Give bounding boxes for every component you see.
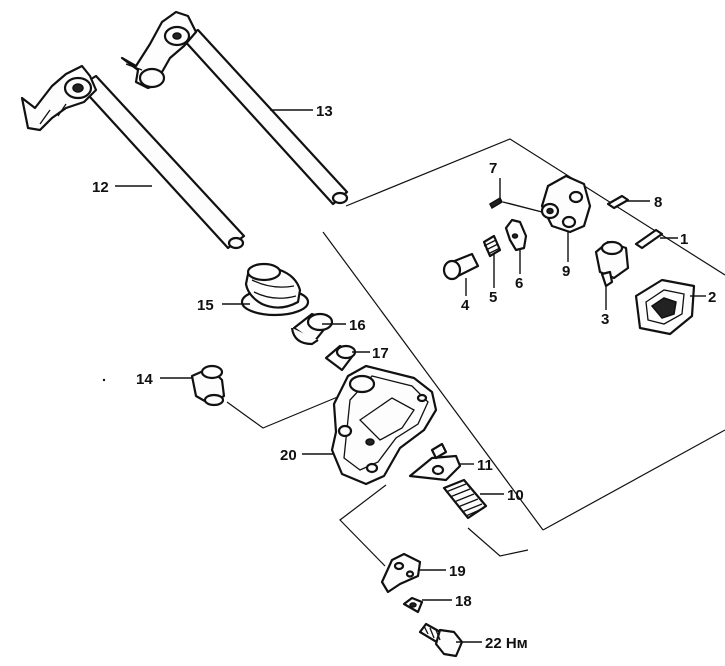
callout-8: 8 bbox=[654, 194, 662, 211]
callout-20: 20 bbox=[280, 447, 297, 464]
leader-lines bbox=[115, 109, 706, 643]
callout-5: 5 bbox=[489, 289, 497, 306]
part-2-guide-plate bbox=[634, 278, 696, 336]
stray-dot bbox=[102, 378, 106, 382]
callout-13: 13 bbox=[316, 103, 333, 120]
part-16-bushing bbox=[290, 312, 334, 346]
assembly-frame bbox=[226, 138, 725, 567]
callout-10: 10 bbox=[507, 487, 524, 504]
part-10-spring bbox=[442, 478, 488, 520]
part-5-spring bbox=[482, 234, 502, 258]
callout-3: 3 bbox=[601, 311, 609, 328]
part-11-shift-lever bbox=[408, 442, 462, 482]
callout-6: 6 bbox=[515, 275, 523, 292]
part-19-plate bbox=[380, 552, 422, 594]
callout-9: 9 bbox=[562, 263, 570, 280]
callout-7: 7 bbox=[489, 160, 497, 177]
callout-19: 19 bbox=[449, 563, 466, 580]
part-4-headed-pin bbox=[442, 252, 480, 281]
part-6-lever-plate bbox=[504, 218, 528, 252]
part-8-pin bbox=[606, 194, 630, 210]
callout-2: 2 bbox=[708, 289, 716, 306]
callout-12: 12 bbox=[92, 179, 109, 196]
callout-4: 4 bbox=[461, 297, 470, 314]
callout-22-nm: 22 Нм bbox=[485, 635, 528, 652]
part-7-pin bbox=[489, 196, 503, 210]
part-1-pin bbox=[634, 228, 664, 250]
part-18-washer bbox=[402, 596, 424, 614]
part-17-small-bushing bbox=[324, 344, 357, 372]
callout-18: 18 bbox=[455, 593, 472, 610]
callout-16: 16 bbox=[349, 317, 366, 334]
part-9-shift-arm bbox=[540, 174, 592, 234]
part-13-shift-fork-shaft bbox=[120, 10, 349, 206]
part-3-roller bbox=[594, 240, 630, 288]
part-22-bolt bbox=[418, 622, 464, 658]
part-20-selector-housing bbox=[330, 364, 438, 486]
callout-17: 17 bbox=[372, 345, 389, 362]
callout-labels: 12 13 7 8 1 9 4 5 6 3 2 15 16 17 14 20 1… bbox=[92, 103, 716, 652]
part-15-rubber-boot bbox=[240, 262, 310, 317]
callout-14: 14 bbox=[136, 371, 153, 388]
part-14-bushing bbox=[190, 364, 226, 407]
callout-11: 11 bbox=[477, 457, 493, 474]
callout-1: 1 bbox=[680, 231, 688, 248]
part-12-shift-fork-shaft bbox=[20, 64, 246, 250]
callout-15: 15 bbox=[197, 297, 214, 314]
